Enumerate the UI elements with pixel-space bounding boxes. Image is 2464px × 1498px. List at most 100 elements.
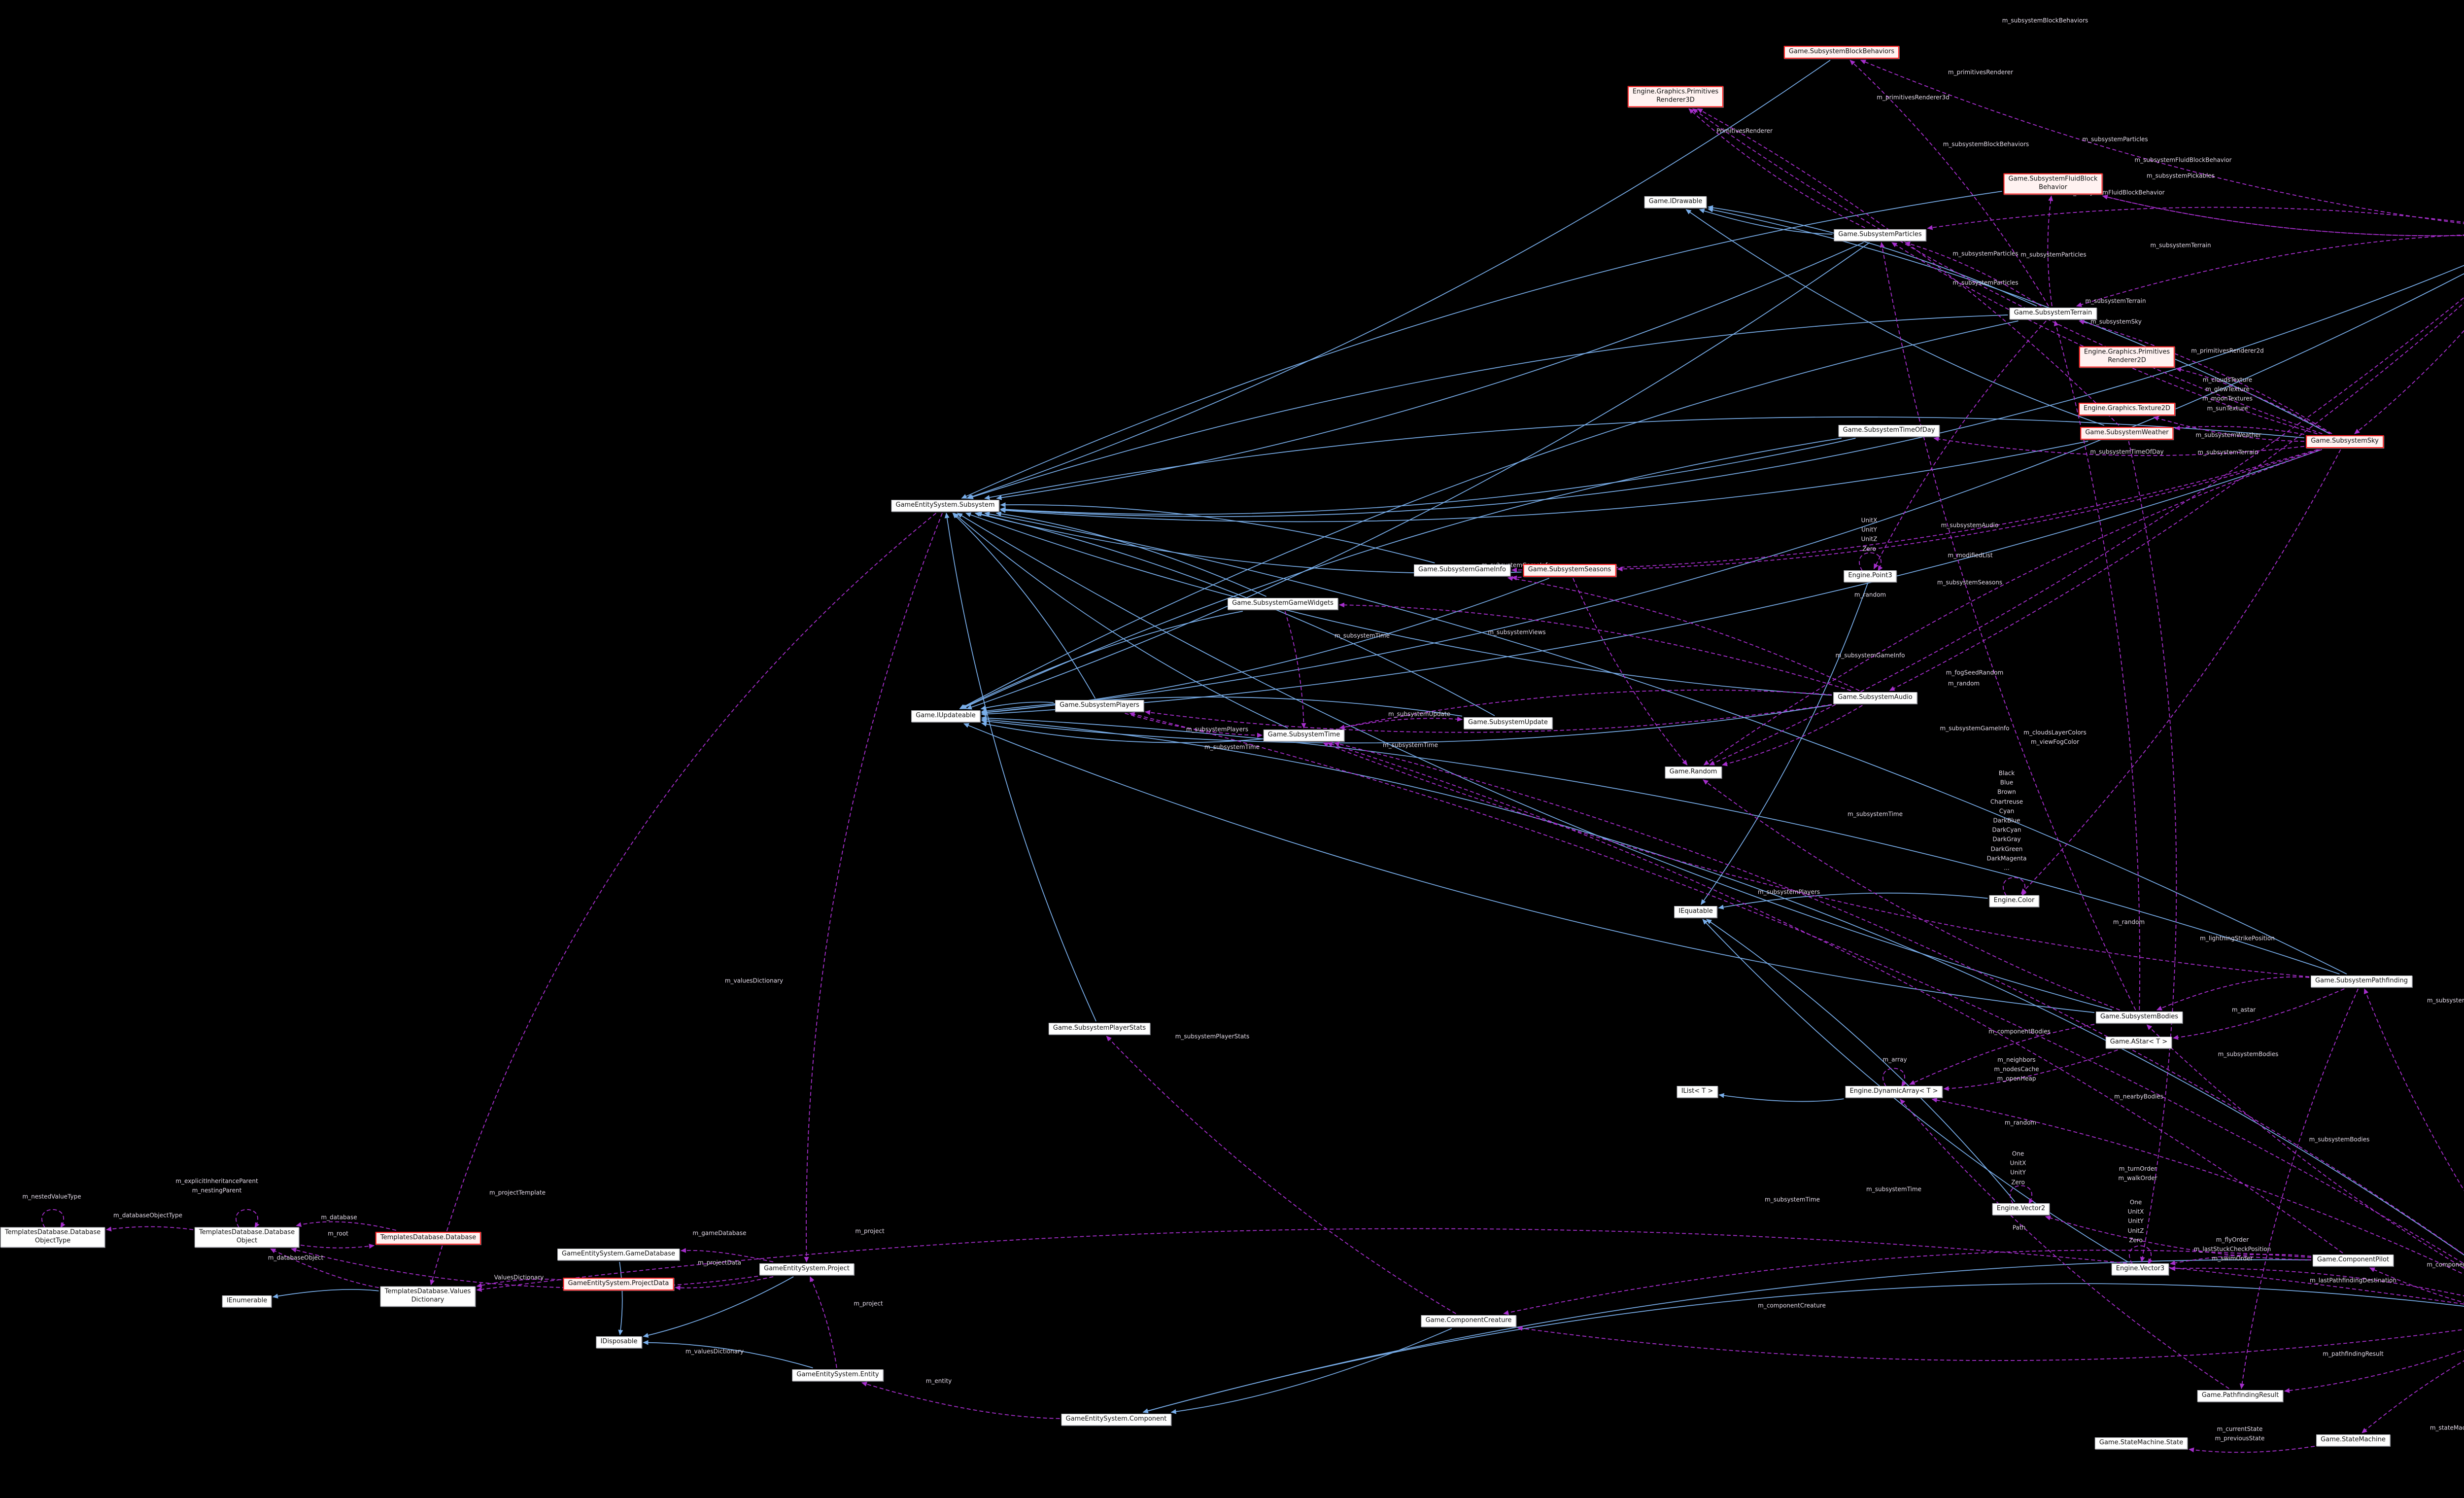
node-component[interactable]: GameEntitySystem.Component bbox=[1061, 1414, 1171, 1426]
edge-component-pathfinding-component bbox=[1142, 1283, 2464, 1414]
edge-database-object-templates-database bbox=[300, 1244, 375, 1249]
edge-subsystem-sky-subsystem-time-of-day bbox=[1933, 436, 2305, 456]
edge-label-subsystem-players-subsystem-time: m_subsystemTime bbox=[1204, 743, 1260, 751]
node-idisposable[interactable]: IDisposable bbox=[596, 1336, 642, 1348]
node-ienumerable[interactable]: IEnumerable bbox=[222, 1295, 272, 1307]
edge-templates-database-database-object bbox=[296, 1221, 397, 1231]
edge-database-object-database-object bbox=[236, 1209, 260, 1228]
node-component-pilot[interactable]: Game.ComponentPilot bbox=[2312, 1254, 2394, 1266]
node-point3[interactable]: Engine.Point3 bbox=[1844, 570, 1897, 582]
node-renderer2d[interactable]: Engine.Graphics.Primitives Renderer2D bbox=[2079, 346, 2175, 368]
edge-label-project-project-data: m_projectData bbox=[698, 1259, 741, 1266]
edge-subsystem-terrain-subsystem-fluid-block-behavior bbox=[2047, 195, 2053, 307]
edge-subsystem-seasons-subsystem-game-info bbox=[1511, 575, 1522, 581]
edge-vector3-iequatable bbox=[1702, 919, 2128, 1262]
edge-label-vector2-vector2: One UnitX UnitY Zero bbox=[2010, 1150, 2026, 1186]
node-database-object-type[interactable]: TemplatesDatabase.Database ObjectType bbox=[0, 1227, 105, 1248]
node-state-machine[interactable]: Game.StateMachine bbox=[2316, 1434, 2390, 1446]
edge-component-pathfinding-component-pilot bbox=[2369, 1267, 2464, 1303]
node-project[interactable]: GameEntitySystem.Project bbox=[759, 1263, 854, 1275]
edge-subsystem-pickables-subsystem-terrain bbox=[2076, 234, 2464, 307]
node-subsystem-update[interactable]: Game.SubsystemUpdate bbox=[1464, 717, 1552, 729]
edge-subsystem-weather-subsystem bbox=[1000, 441, 2088, 523]
edge-subsystem-game-info-subsystem bbox=[1000, 502, 1435, 563]
edge-component-pathfinding-vector3 bbox=[2170, 1266, 2464, 1296]
node-project-data[interactable]: GameEntitySystem.ProjectData bbox=[563, 1278, 674, 1290]
node-subsystem-sky[interactable]: Game.SubsystemSky bbox=[2306, 435, 2384, 448]
node-state-machine-state[interactable]: Game.StateMachine.State bbox=[2094, 1437, 2188, 1449]
node-subsystem-time-of-day[interactable]: Game.SubsystemTimeOfDay bbox=[1838, 425, 1940, 437]
node-ilist[interactable]: IList< T > bbox=[1677, 1086, 1718, 1098]
node-game-database[interactable]: GameEntitySystem.GameDatabase bbox=[557, 1249, 680, 1260]
edge-subsystem-particles-idrawable bbox=[1699, 209, 1833, 235]
node-subsystem-fluid-block-behavior[interactable]: Game.SubsystemFluidBlock Behavior bbox=[2003, 173, 2103, 195]
node-subsystem-particles[interactable]: Game.SubsystemParticles bbox=[1834, 229, 1926, 241]
edge-subsystem-pickables-subsystem-sky bbox=[2354, 330, 2464, 434]
edge-subsystem-terrain-subsystem bbox=[967, 314, 2008, 499]
edge-label-subsystem-terrain-point3: m_modifiedList bbox=[1948, 552, 1993, 559]
node-texture2d[interactable]: Engine.Graphics.Texture2D bbox=[2078, 403, 2176, 416]
node-idrawable[interactable]: Game.IDrawable bbox=[1644, 196, 1707, 208]
edge-values-dictionary-ienumerable bbox=[273, 1289, 379, 1299]
node-templates-database[interactable]: TemplatesDatabase.Database bbox=[375, 1232, 481, 1245]
edge-subsystem-particles-subsystem bbox=[996, 242, 1864, 500]
edge-label-subsystem-audio-subsystem-game-widgets: m_subsystemViews bbox=[1488, 628, 1546, 636]
node-game-random[interactable]: Game.Random bbox=[1665, 766, 1722, 778]
edge-component-pilot-subsystem-time bbox=[1327, 742, 2343, 1254]
edge-subsystem-block-behaviors-subsystem bbox=[966, 60, 1831, 499]
edge-subsystem-player-stats-subsystem bbox=[944, 513, 1096, 1022]
node-subsystem-terrain[interactable]: Game.SubsystemTerrain bbox=[2009, 308, 2097, 319]
edge-subsystem-sky-engine-color bbox=[2020, 449, 2341, 894]
edge-database-object-database-object-type bbox=[106, 1226, 194, 1232]
node-subsystem[interactable]: GameEntitySystem.Subsystem bbox=[891, 500, 999, 512]
edge-label-component-pilot-vector2: m_turnOrder m_walkOrder bbox=[2118, 1165, 2157, 1182]
edge-label-subsystem-sky-game-random: m_fogSeedRandom bbox=[1946, 669, 2004, 676]
edge-label-point3-point3: UnitX UnitY UnitZ Zero bbox=[1861, 517, 1878, 553]
node-values-dictionary[interactable]: TemplatesDatabase.Values Dictionary bbox=[380, 1286, 476, 1307]
node-subsystem-game-info[interactable]: Game.SubsystemGameInfo bbox=[1414, 564, 1510, 576]
node-vector2[interactable]: Engine.Vector2 bbox=[1992, 1203, 2050, 1215]
edge-subsystem-time-iupdateable bbox=[981, 722, 1263, 743]
edge-subsystem-time-subsystem bbox=[953, 513, 1288, 729]
node-subsystem-pathfinding[interactable]: Game.SubsystemPathfinding bbox=[2311, 975, 2412, 987]
node-subsystem-bodies[interactable]: Game.SubsystemBodies bbox=[2095, 1011, 2183, 1023]
edge-astar-dynamic-array bbox=[1943, 1049, 2118, 1091]
node-iupdateable[interactable]: Game.IUpdateable bbox=[911, 710, 980, 722]
edge-vector2-iequatable bbox=[1706, 919, 2016, 1202]
node-pathfinding-result[interactable]: Game.PathfindingResult bbox=[2197, 1390, 2284, 1402]
node-component-creature[interactable]: Game.ComponentCreature bbox=[1421, 1315, 1516, 1327]
node-astar[interactable]: Game.AStar< T > bbox=[2105, 1037, 2172, 1048]
node-database-object[interactable]: TemplatesDatabase.Database Object bbox=[194, 1227, 300, 1248]
edge-label-subsystem-pathfinding-subsystem-time: m_subsystemTime bbox=[1848, 810, 1903, 818]
edge-subsystem-audio-subsystem-time bbox=[1339, 690, 1832, 730]
edge-label-subsystem-pickables-subsystem-audio: m_subsystemAudio bbox=[1941, 522, 1999, 529]
edge-component-pathfinding-state-machine bbox=[2361, 1360, 2464, 1433]
node-subsystem-game-widgets[interactable]: Game.SubsystemGameWidgets bbox=[1228, 598, 1338, 610]
edge-label-subsystem-project: m_project bbox=[855, 1227, 885, 1235]
edge-component-pathfinding-subsystem-time bbox=[1334, 741, 2464, 1255]
edge-subsystem-sky-subsystem-terrain bbox=[2079, 319, 2332, 434]
edge-subsystem-audio-subsystem-game-info bbox=[1507, 576, 1860, 691]
edge-subsystem-sky-subsystem-seasons bbox=[1617, 449, 2320, 572]
node-subsystem-weather[interactable]: Game.SubsystemWeather bbox=[2080, 427, 2174, 440]
node-subsystem-player-stats[interactable]: Game.SubsystemPlayerStats bbox=[1048, 1023, 1151, 1035]
edge-label-subsystem-pickables-subsystem-sky: m_subsystemSky bbox=[2090, 318, 2142, 325]
edge-component-pathfinding-iupdateable bbox=[981, 717, 2464, 1255]
node-engine-color[interactable]: Engine.Color bbox=[1989, 895, 2039, 907]
node-dynamic-array[interactable]: Engine.DynamicArray< T > bbox=[1845, 1086, 1943, 1098]
node-subsystem-seasons[interactable]: Game.SubsystemSeasons bbox=[1523, 564, 1616, 577]
edge-subsystem-fluid-block-behavior-subsystem bbox=[961, 191, 2002, 499]
edge-label-vector3-vector3: One UnitX UnitY UnitZ Zero bbox=[2127, 1199, 2144, 1244]
node-renderer3d[interactable]: Engine.Graphics.Primitives Renderer3D bbox=[1627, 86, 1724, 107]
edge-label-subsystem-seasons-game-random: m_random bbox=[1854, 591, 1886, 598]
node-iequatable[interactable]: IEquatable bbox=[1674, 906, 1717, 918]
node-subsystem-players[interactable]: Game.SubsystemPlayers bbox=[1055, 700, 1144, 712]
node-entity[interactable]: GameEntitySystem.Entity bbox=[792, 1369, 884, 1381]
node-subsystem-block-behaviors[interactable]: Game.SubsystemBlockBehaviors bbox=[1783, 46, 1900, 59]
node-vector3[interactable]: Engine.Vector3 bbox=[2111, 1263, 2169, 1275]
node-subsystem-time[interactable]: Game.SubsystemTime bbox=[1263, 730, 1345, 741]
edge-project-project-data bbox=[675, 1276, 774, 1290]
node-subsystem-audio[interactable]: Game.SubsystemAudio bbox=[1833, 692, 1917, 704]
edge-subsystem-game-widgets-subsystem-time bbox=[1284, 611, 1306, 729]
edge-subsystem-game-widgets-subsystem bbox=[995, 511, 1266, 597]
